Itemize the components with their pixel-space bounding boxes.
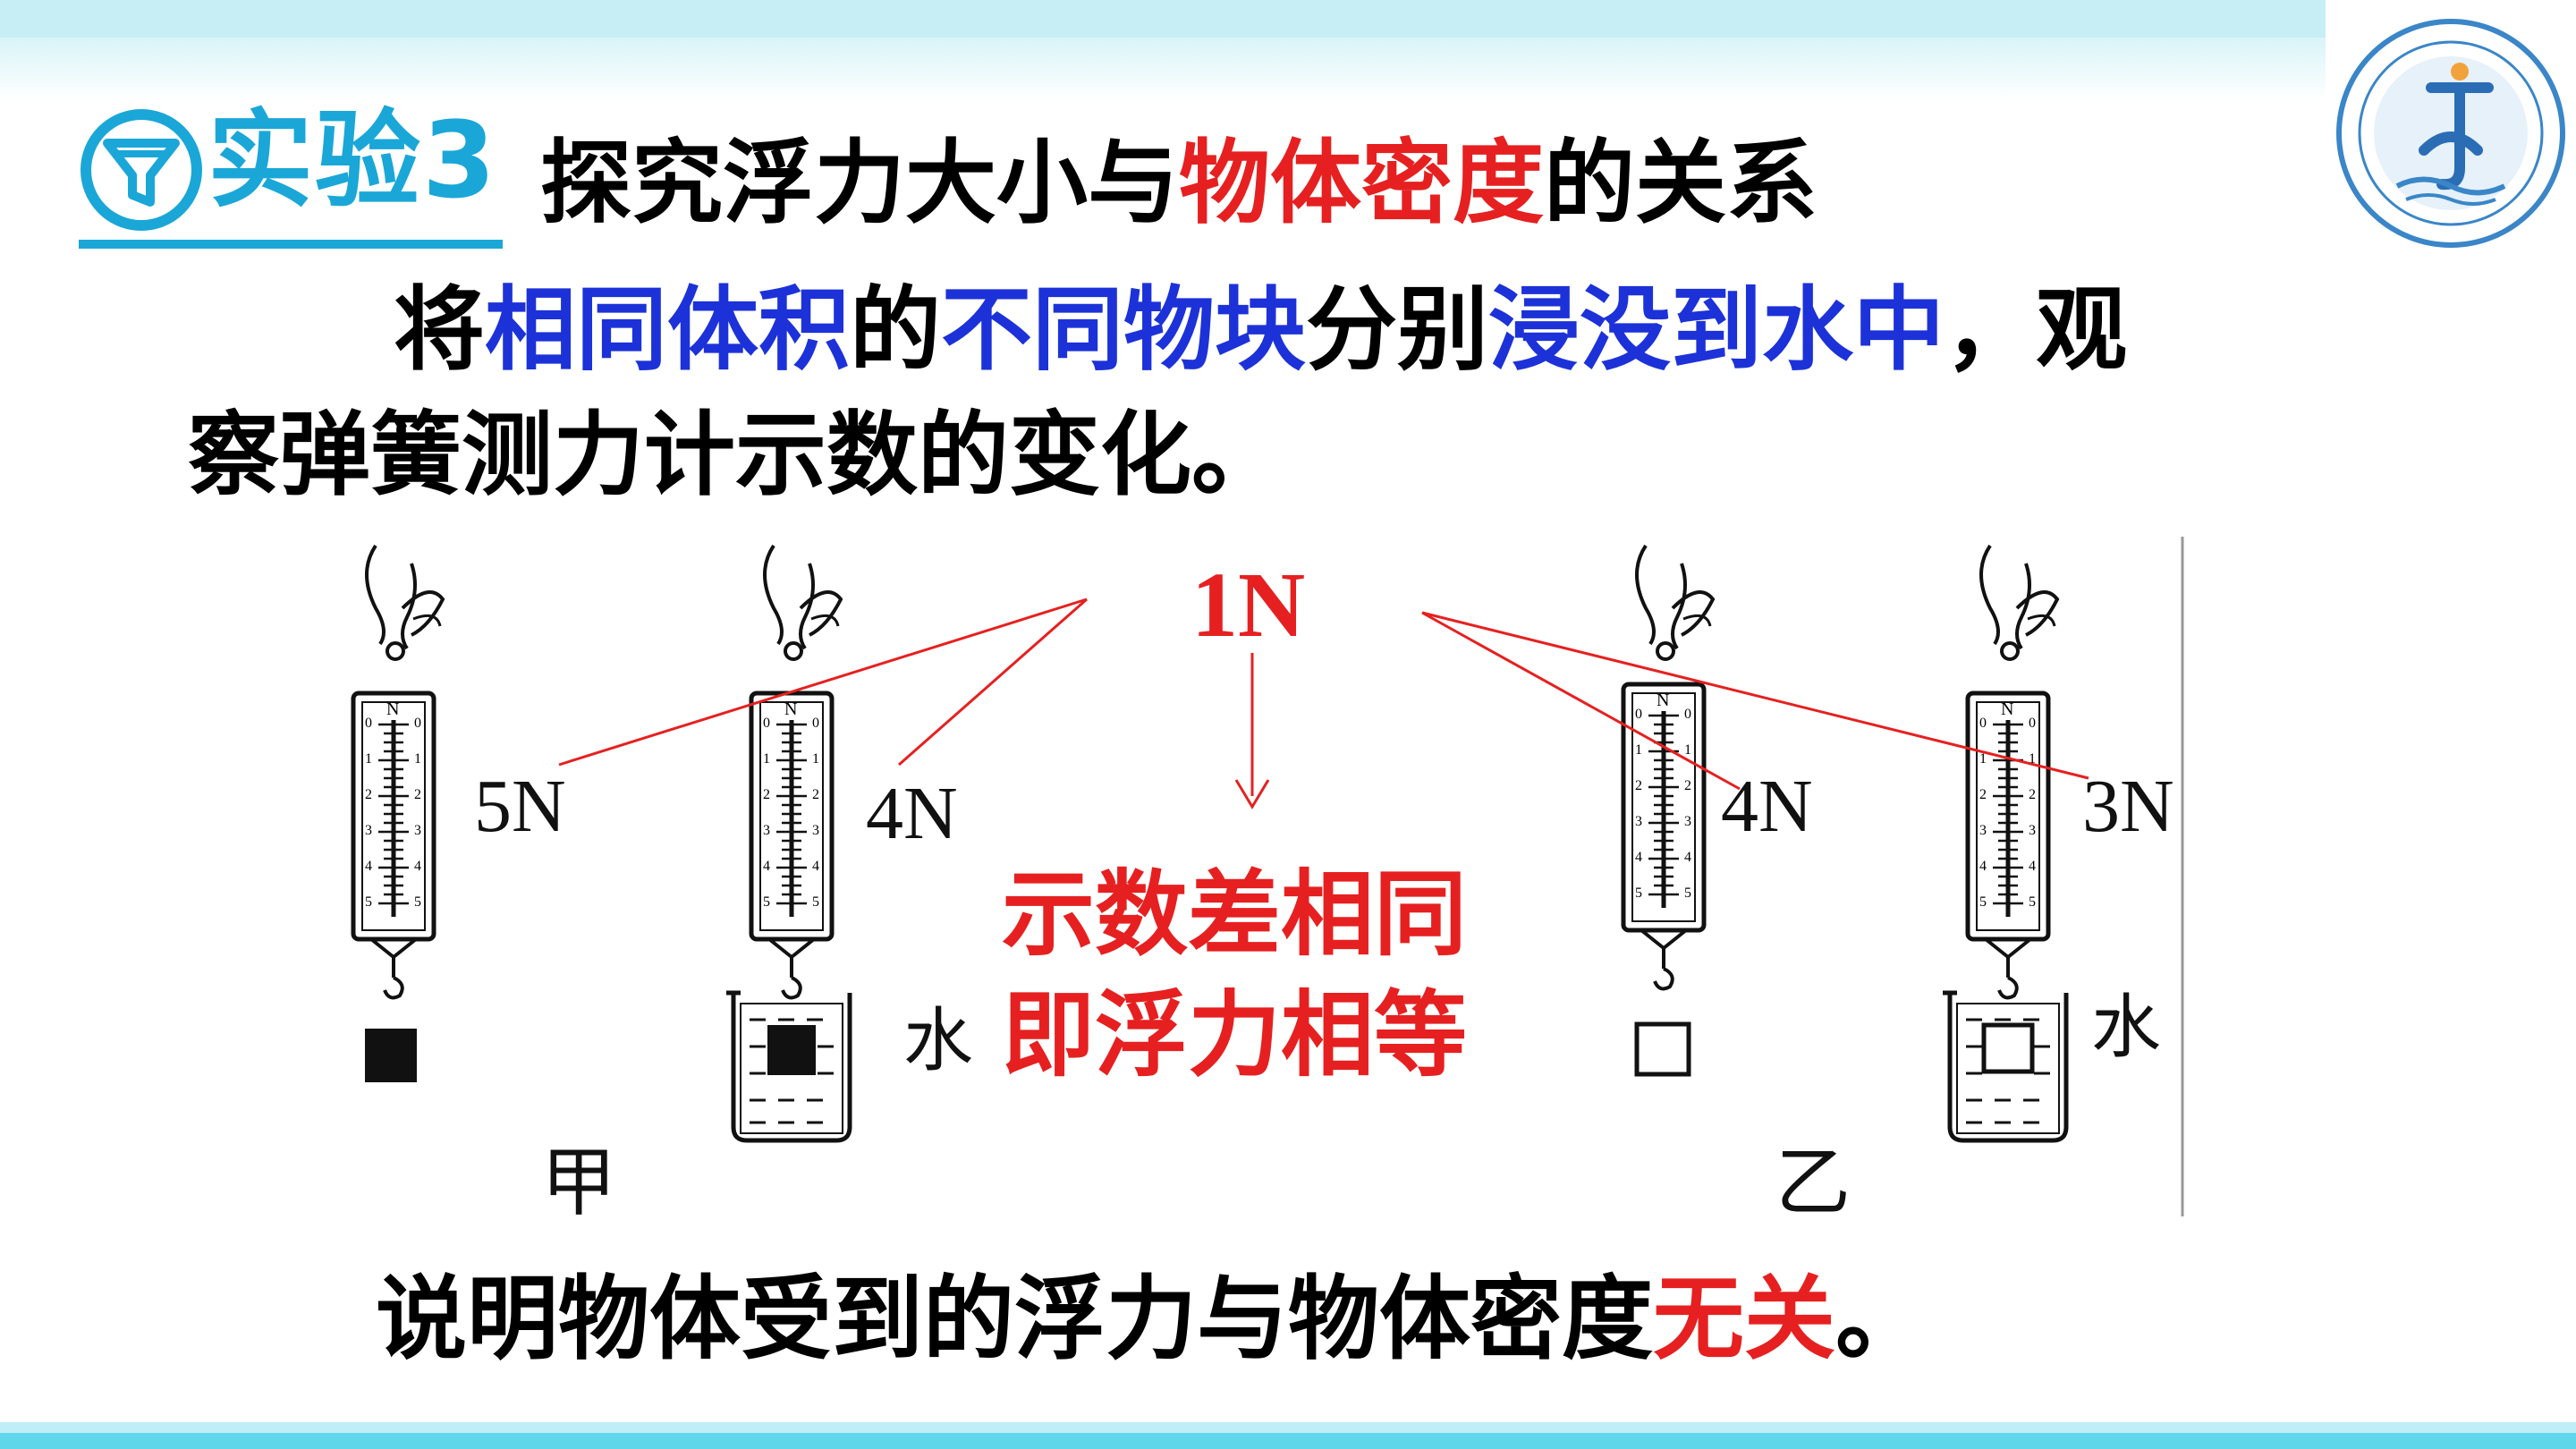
scale-unit-label: N <box>784 699 798 719</box>
para-keyword: 相同体积 <box>485 277 850 384</box>
scale-tick-label: 3 <box>1635 814 1642 829</box>
scale-tick-label: 2 <box>414 787 421 802</box>
scale-tick-label: 3 <box>2029 823 2036 838</box>
scale-tick-label: 3 <box>365 823 372 838</box>
scale-tick-label: 3 <box>414 823 421 838</box>
scale-tick-label: 5 <box>414 894 421 910</box>
scale-tick-label: 1 <box>414 751 421 767</box>
top-decor-gradient <box>0 38 2326 100</box>
scale-unit-label: N <box>1657 691 1670 710</box>
scale-tick-label: 4 <box>1635 850 1642 865</box>
footer-conclusion: 说明物体受到的浮力与物体密度无关。 <box>376 1267 1927 1373</box>
reading-b-water: 3N <box>2082 765 2174 848</box>
title-suffix: 的关系 <box>1544 131 1818 237</box>
title-highlight: 物体密度 <box>1179 131 1544 237</box>
scale-tick-label: 5 <box>2029 894 2036 910</box>
para-keyword: 浸没到水中 <box>1488 277 1945 384</box>
footer-suffix: 。 <box>1835 1267 1927 1373</box>
scale-tick-label: 1 <box>763 751 770 767</box>
scale-tick-label: 2 <box>1635 778 1642 793</box>
scale-tick-label: 1 <box>365 751 372 767</box>
scale-tick-label: 2 <box>365 787 372 802</box>
scale-tick-label: 1 <box>812 751 819 767</box>
footer-prefix: 说明物体受到的浮力与物体密度 <box>376 1267 1653 1373</box>
page-title: 探究浮力大小与物体密度的关系 <box>540 131 1818 237</box>
para-text: ，观 <box>1945 277 2127 384</box>
title-badge <box>80 109 202 231</box>
scale-tick-label: 3 <box>763 823 770 838</box>
title-prefix: 探究浮力大小与 <box>540 131 1179 237</box>
scale-tick-label: 3 <box>1684 814 1691 829</box>
group-a-label: 甲 <box>541 1142 617 1225</box>
conclusion-line-1: 示数差相同 <box>1002 860 1468 969</box>
instruction-paragraph: 将相同体积的不同物块分别浸没到水中，观 察弹簧测力计示数的变化。 <box>188 268 2370 519</box>
scale-tick-label: 0 <box>1684 707 1691 722</box>
scale-tick-label: 0 <box>1635 707 1642 722</box>
scale-tick-label: 0 <box>2029 716 2036 731</box>
scale-tick-label: 3 <box>812 823 819 838</box>
scale-unit-label: N <box>2001 699 2014 719</box>
top-decor-band <box>0 0 2326 38</box>
scale-tick-label: 4 <box>763 859 770 874</box>
scale-unit-label: N <box>386 699 400 719</box>
scale-tick-label: 0 <box>1979 716 1987 731</box>
scale-tick-label: 1 <box>2029 751 2036 767</box>
water-label-b: 水 <box>2091 988 2162 1066</box>
reading-a-air: 5N <box>474 765 566 848</box>
conclusion-line-2: 即浮力相等 <box>1002 980 1468 1089</box>
water-label-a: 水 <box>903 1002 974 1080</box>
funnel-icon <box>80 109 202 231</box>
paragraph-line-1: 将相同体积的不同物块分别浸没到水中，观 <box>188 268 2370 394</box>
scale-tick-label: 0 <box>365 716 372 731</box>
scale-b-water <box>1943 544 2066 1140</box>
scale-tick-label: 5 <box>365 894 372 910</box>
school-logo <box>2336 19 2565 248</box>
scale-tick-label: 4 <box>812 859 819 874</box>
scale-tick-label: 2 <box>812 787 819 802</box>
scale-tick-label: 4 <box>1684 850 1691 865</box>
scale-tick-label: 2 <box>2029 787 2036 802</box>
scale-tick-label: 0 <box>812 716 819 731</box>
scale-tick-label: 5 <box>812 894 819 910</box>
reading-a-water: 4N <box>866 772 958 855</box>
para-text: 分别 <box>1306 277 1488 384</box>
scale-tick-label: 1 <box>1635 742 1642 758</box>
para-keyword: 不同物块 <box>941 277 1306 384</box>
scale-tick-label: 5 <box>1684 886 1691 901</box>
scale-tick-label: 1 <box>1979 751 1987 767</box>
scale-tick-label: 5 <box>763 894 770 910</box>
group-b-label: 乙 <box>1775 1142 1852 1225</box>
difference-label: 1N <box>1191 554 1306 657</box>
reading-b-air: 4N <box>1721 765 1813 848</box>
scale-tick-label: 4 <box>2029 859 2036 874</box>
scale-tick-label: 4 <box>365 859 372 874</box>
scale-tick-label: 2 <box>1979 787 1987 802</box>
scale-tick-label: 0 <box>763 716 770 731</box>
paragraph-line-2: 察弹簧测力计示数的变化。 <box>188 402 1283 509</box>
bottom-decor-band <box>0 1433 2576 1449</box>
scale-tick-label: 4 <box>414 859 421 874</box>
scale-tick-label: 1 <box>1684 742 1691 758</box>
conclusion-box: 示数差相同 即浮力相等 <box>1002 854 1467 1096</box>
scale-b-air <box>1623 544 1715 1077</box>
scale-tick-label: 4 <box>1979 859 1987 874</box>
bottom-decor-band-light <box>0 1422 2576 1433</box>
para-text: 将 <box>394 277 485 384</box>
footer-highlight: 无关 <box>1653 1267 1835 1373</box>
scale-tick-label: 2 <box>763 787 770 802</box>
para-text: 的 <box>850 277 941 384</box>
experiment-badge-label: 实验3 <box>208 98 498 222</box>
scale-tick-label: 5 <box>1635 886 1642 901</box>
scale-tick-label: 2 <box>1684 778 1691 793</box>
scale-a-air <box>353 544 445 1082</box>
scale-tick-label: 3 <box>1979 823 1987 838</box>
scale-tick-label: 0 <box>414 716 421 731</box>
scale-tick-label: 5 <box>1979 894 1987 910</box>
spring-scale-diagram <box>340 537 2184 1216</box>
scale-a-water <box>726 544 850 1140</box>
badge-underline <box>79 240 503 249</box>
